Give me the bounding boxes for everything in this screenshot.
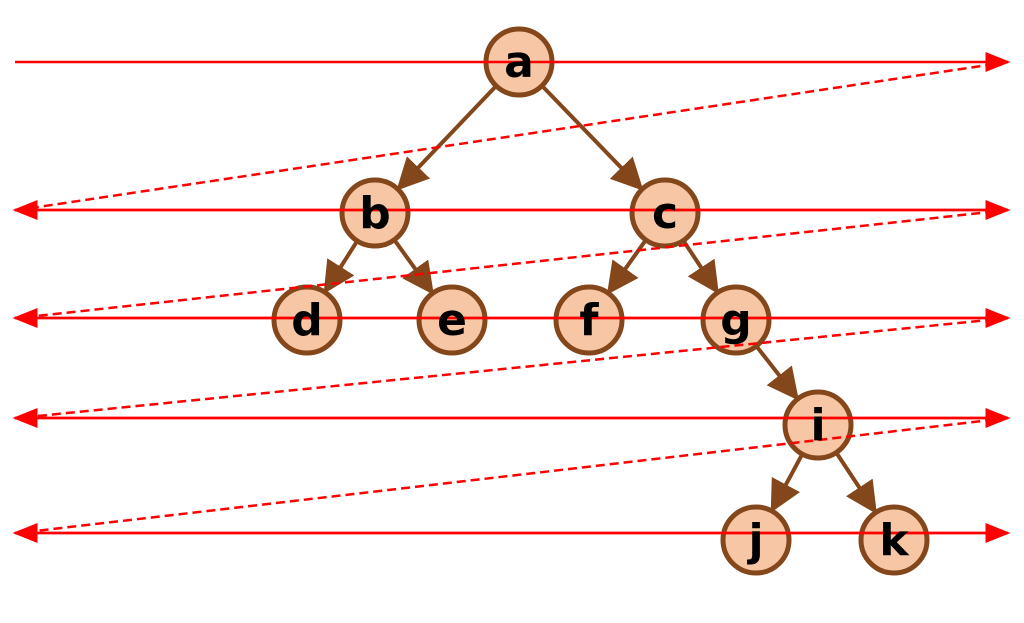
node-j: [720, 504, 792, 576]
edge-b-d: [323, 239, 359, 294]
node-i: [782, 389, 854, 461]
edge-a-b: [396, 84, 498, 191]
node-label-e: e: [437, 295, 467, 346]
node-label-g: g: [720, 295, 752, 346]
node-k: [858, 504, 930, 576]
edge-a-c: [540, 84, 644, 191]
node-f: [553, 284, 625, 356]
node-label-a: a: [504, 37, 534, 88]
node-label-i: i: [810, 400, 825, 451]
node-b: [339, 177, 411, 249]
edge-i-k: [834, 451, 877, 515]
return-line-3-4: [17, 416, 1009, 535]
node-label-b: b: [359, 188, 391, 239]
edge-i-j: [770, 453, 805, 513]
return-line-0-1: [17, 60, 1009, 212]
node-e: [416, 284, 488, 356]
node-label-d: d: [291, 295, 323, 346]
edge-b-e: [392, 238, 434, 295]
return-line-1-2: [17, 208, 1009, 320]
node-g: [700, 284, 772, 356]
node-label-c: c: [652, 188, 678, 239]
node-label-f: f: [579, 295, 599, 346]
edge-c-g: [681, 239, 719, 295]
return-line-2-3: [17, 316, 1009, 420]
node-label-j: j: [746, 515, 763, 566]
node-label-k: k: [879, 515, 910, 566]
edge-c-f: [606, 238, 648, 295]
edge-g-i: [754, 344, 799, 401]
node-c: [629, 177, 701, 249]
